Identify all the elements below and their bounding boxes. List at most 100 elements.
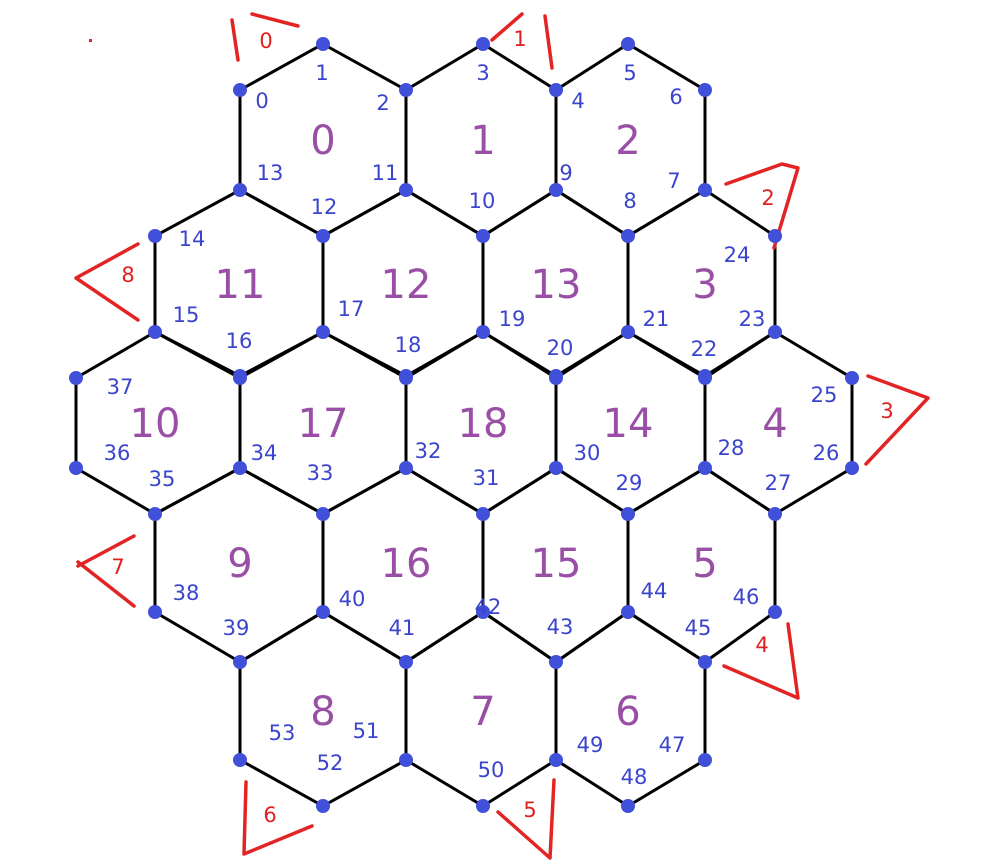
tile-label-10: 10: [130, 401, 181, 447]
vertex-dot: [148, 325, 162, 339]
tile-label-9: 9: [227, 541, 252, 587]
vertex-label-27: 27: [765, 471, 792, 495]
vertex-dot: [233, 83, 247, 97]
vertex-label-17: 17: [338, 297, 365, 321]
vertex-dot: [768, 325, 782, 339]
tile-label-0: 0: [310, 118, 335, 164]
vertex-dot: [549, 461, 563, 475]
vertex-dot: [621, 605, 635, 619]
vertex-label-28: 28: [718, 436, 745, 460]
vertex-label-40: 40: [339, 587, 366, 611]
vertex-label-10: 10: [469, 189, 496, 213]
vertex-dot: [233, 753, 247, 767]
vertex-label-12: 12: [311, 195, 338, 219]
vertex-dot: [621, 229, 635, 243]
vertex-dot: [621, 37, 635, 51]
vertex-dot: [316, 605, 330, 619]
port-1-marker: [490, 12, 554, 70]
vertex-label-52: 52: [317, 751, 344, 775]
vertex-dot: [69, 371, 83, 385]
vertex-label-14: 14: [179, 227, 206, 251]
vertex-dot: [233, 371, 247, 385]
vertex-dot: [698, 461, 712, 475]
port-7-marker: [76, 534, 136, 608]
tile-label-4: 4: [762, 401, 787, 447]
vertex-label-23: 23: [739, 307, 766, 331]
vertex-dot: [476, 229, 490, 243]
vertex-label-34: 34: [251, 441, 278, 465]
vertex-dot: [476, 605, 490, 619]
port-label-0: 0: [259, 29, 272, 53]
vertex-dot: [399, 371, 413, 385]
vertex-dot: [549, 183, 563, 197]
port-label-5: 5: [523, 798, 536, 822]
port-3-marker: [864, 374, 930, 466]
vertex-dot: [399, 461, 413, 475]
vertex-label-31: 31: [473, 466, 500, 490]
tile-label-16: 16: [381, 541, 432, 587]
vertex-label-44: 44: [641, 579, 668, 603]
vertex-dot: [698, 655, 712, 669]
vertex-label-9: 9: [559, 161, 572, 185]
vertex-dots-layer: [69, 37, 859, 813]
vertex-label-41: 41: [389, 616, 416, 640]
vertex-label-43: 43: [547, 615, 574, 639]
tile-label-12: 12: [381, 262, 432, 308]
port-label-8: 8: [121, 263, 134, 287]
tile-label-18: 18: [458, 401, 509, 447]
vertex-label-8: 8: [623, 189, 636, 213]
vertex-dot: [476, 37, 490, 51]
port-label-6: 6: [263, 803, 276, 827]
tile-label-11: 11: [215, 262, 266, 308]
tile-label-3: 3: [692, 262, 717, 308]
vertex-dot: [845, 461, 859, 475]
tile-label-15: 15: [531, 541, 582, 587]
port-5-marker: [496, 778, 556, 860]
tile-label-6: 6: [615, 689, 640, 735]
vertex-dot: [768, 229, 782, 243]
tile-label-5: 5: [692, 541, 717, 587]
vertex-dot: [69, 461, 83, 475]
port-label-1: 1: [513, 27, 526, 51]
tile-label-17: 17: [298, 401, 349, 447]
vertex-label-3: 3: [476, 61, 489, 85]
vertex-dot: [698, 183, 712, 197]
vertex-label-47: 47: [659, 733, 686, 757]
vertex-label-19: 19: [499, 307, 526, 331]
vertex-dot: [698, 83, 712, 97]
vertex-label-0: 0: [255, 89, 268, 113]
tile-label-14: 14: [603, 401, 654, 447]
vertex-label-50: 50: [478, 758, 505, 782]
vertex-dot: [768, 605, 782, 619]
vertex-dot: [316, 229, 330, 243]
vertex-label-39: 39: [223, 616, 250, 640]
vertex-dot: [399, 183, 413, 197]
vertex-label-13: 13: [257, 161, 284, 185]
vertex-label-16: 16: [226, 329, 253, 353]
vertex-label-45: 45: [685, 616, 712, 640]
vertex-label-2: 2: [376, 91, 389, 115]
vertex-dot: [316, 325, 330, 339]
tile-label-13: 13: [531, 262, 582, 308]
vertex-dot: [768, 507, 782, 521]
vertex-label-30: 30: [574, 441, 601, 465]
vertex-label-37: 37: [107, 375, 134, 399]
vertex-label-46: 46: [733, 585, 760, 609]
vertex-dot: [698, 371, 712, 385]
vertex-label-25: 25: [811, 383, 838, 407]
vertex-label-22: 22: [691, 337, 718, 361]
vertex-dot: [549, 371, 563, 385]
vertex-label-51: 51: [353, 719, 380, 743]
vertex-label-42: 42: [475, 595, 502, 619]
port-label-7: 7: [111, 555, 124, 579]
vertex-label-20: 20: [547, 336, 574, 360]
vertex-dot: [148, 605, 162, 619]
vertex-dot: [148, 507, 162, 521]
tile-label-1: 1: [470, 118, 495, 164]
vertex-dot: [621, 799, 635, 813]
vertex-dot: [148, 229, 162, 243]
vertex-label-11: 11: [372, 161, 399, 185]
port-label-3: 3: [880, 399, 893, 423]
